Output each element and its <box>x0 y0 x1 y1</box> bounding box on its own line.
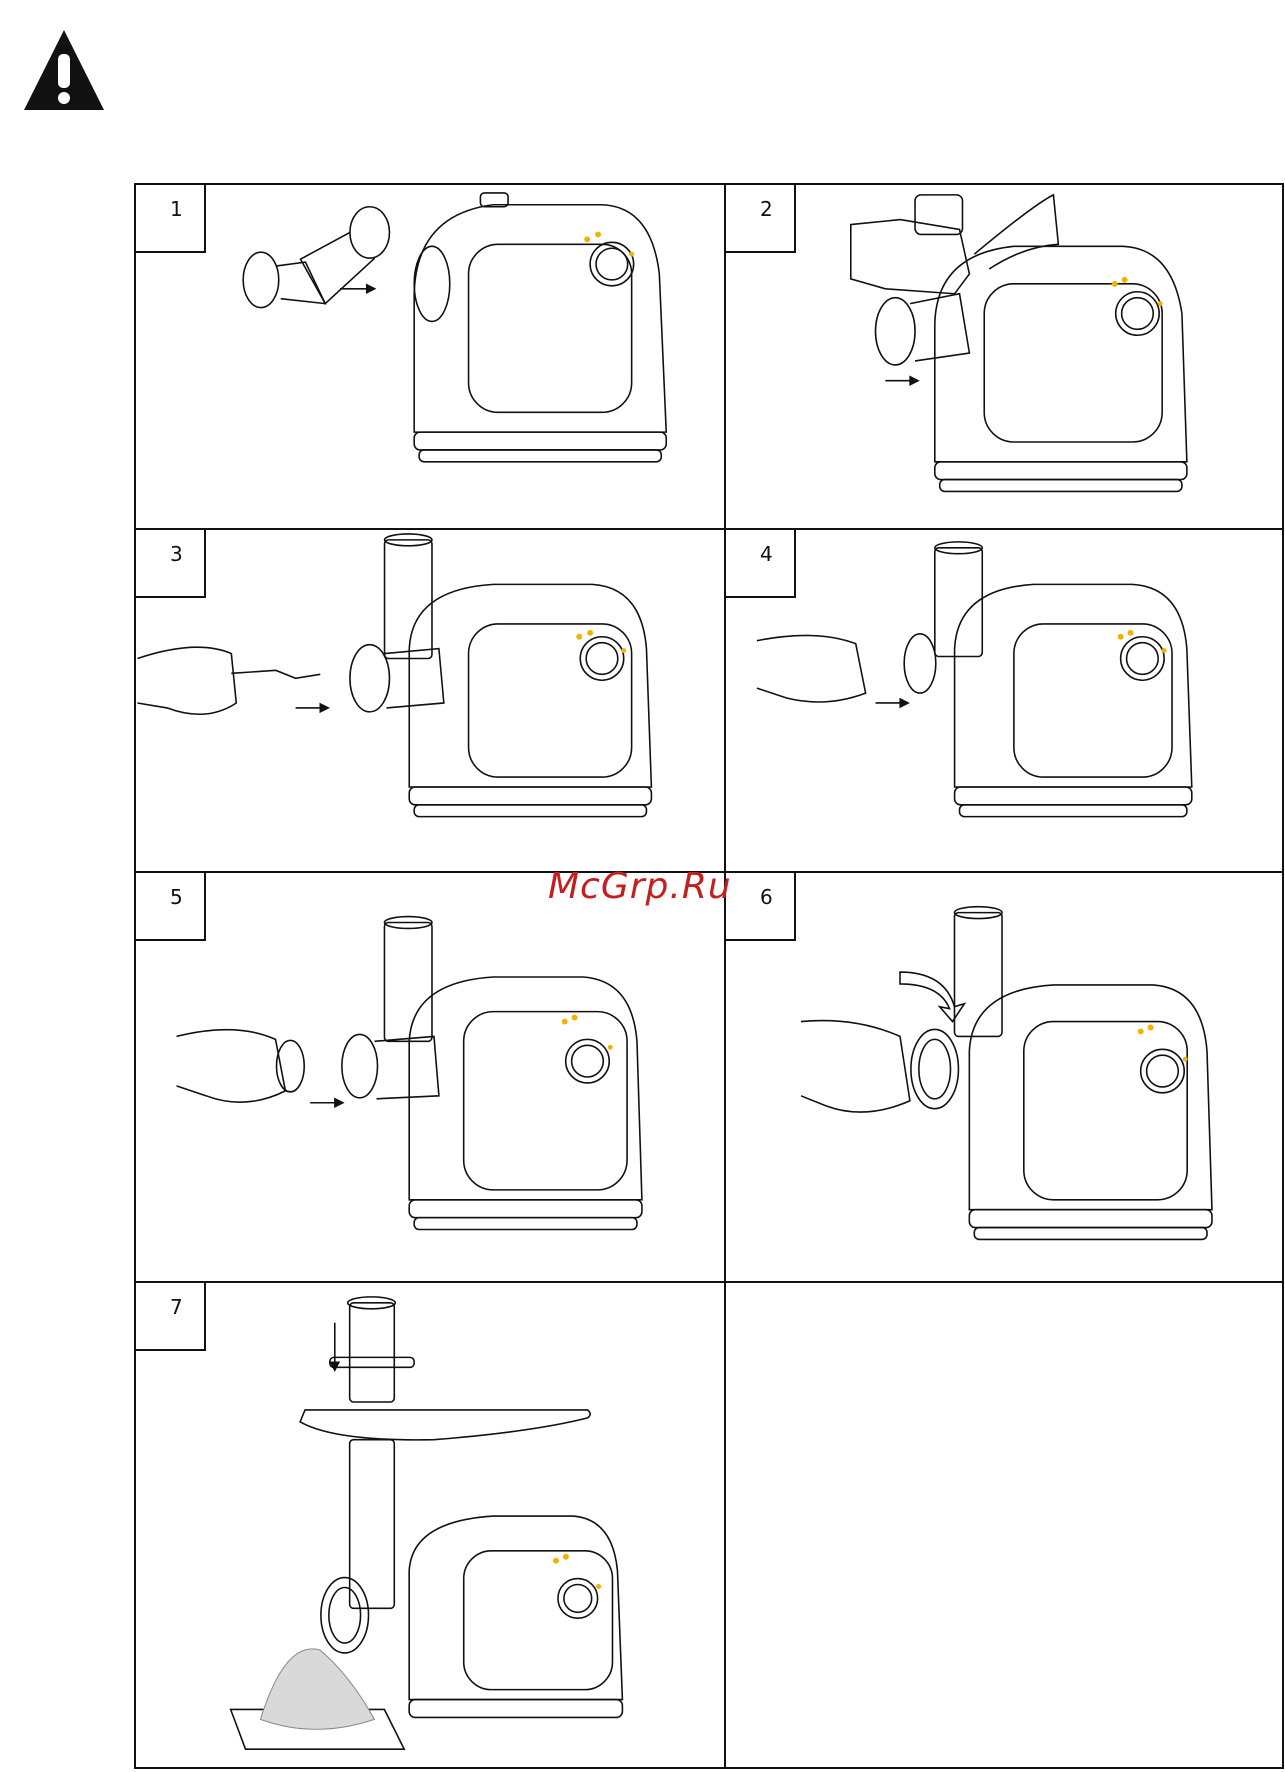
step-2-panel: 2 <box>724 183 1284 530</box>
step-1-panel: 1 <box>134 183 726 530</box>
step-3-illustration <box>136 530 724 871</box>
step-number: 3 <box>136 530 206 598</box>
step-1-illustration <box>136 185 724 528</box>
step-number: 6 <box>726 873 796 941</box>
step-7-illustration <box>136 1283 724 1767</box>
step-number: 4 <box>726 530 796 598</box>
step-4-illustration <box>726 530 1282 871</box>
step-7-panel: 7 <box>134 1281 726 1769</box>
step-6-illustration <box>726 873 1282 1281</box>
step-number: 1 <box>136 185 206 253</box>
step-number: 2 <box>726 185 796 253</box>
step-number: 5 <box>136 873 206 941</box>
step-4-panel: 4 <box>724 528 1284 873</box>
empty-panel <box>724 1281 1284 1769</box>
step-6-panel: 6 <box>724 871 1284 1283</box>
warning-triangle-icon <box>22 28 106 112</box>
step-5-panel: 5 <box>134 871 726 1283</box>
step-3-panel: 3 <box>134 528 726 873</box>
step-2-illustration <box>726 185 1282 528</box>
assembly-steps-grid: 1 2 <box>134 183 1284 1769</box>
step-number: 7 <box>136 1283 206 1351</box>
step-5-illustration <box>136 873 724 1281</box>
watermark-text: McGrp.Ru <box>548 866 732 907</box>
